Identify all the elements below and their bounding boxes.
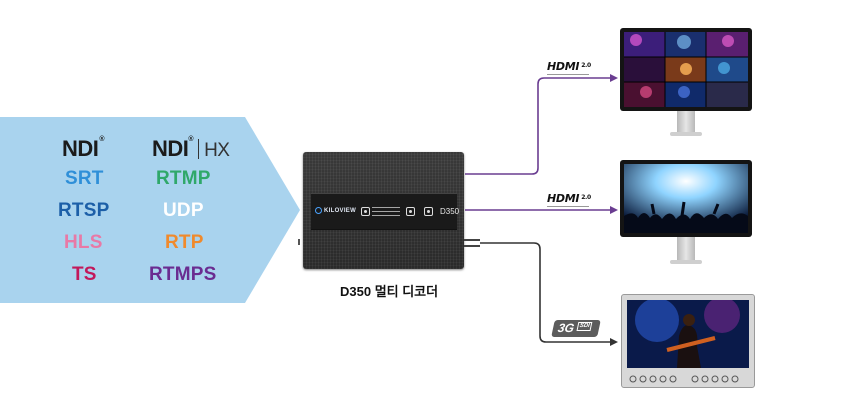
device-model-label: D350 xyxy=(440,207,460,216)
protocol-ts: TS xyxy=(72,264,97,285)
hdmi-arrowhead-top xyxy=(610,74,618,82)
protocol-rtp: RTP xyxy=(165,232,204,253)
device-port-right-b xyxy=(464,245,480,247)
d350-decoder-device: KILOVIEW D350 xyxy=(303,152,464,269)
protocol-arrow xyxy=(0,117,300,303)
protocol-rtmp: RTMP xyxy=(156,168,211,189)
hdmi-arrowhead-mid xyxy=(610,206,618,214)
device-port-left xyxy=(298,239,300,245)
device-brand-logo: KILOVIEW xyxy=(315,207,356,214)
device-port-right-a xyxy=(464,239,480,241)
sdi-arrowhead xyxy=(610,338,618,346)
multiview-screen xyxy=(624,32,748,107)
protocol-ndi: NDI® xyxy=(62,136,105,161)
device-caption: D350 멀티 디코더 xyxy=(340,284,439,299)
monitor-sdi-broadcast xyxy=(621,294,755,388)
protocol-srt: SRT xyxy=(65,168,104,189)
monitor-controls xyxy=(629,375,739,383)
protocol-hls: HLS xyxy=(64,232,103,253)
device-button-left xyxy=(361,207,370,216)
device-display xyxy=(372,204,400,220)
protocol-udp: UDP xyxy=(163,200,204,221)
guitarist-screen xyxy=(627,300,749,368)
monitor-concert xyxy=(620,160,752,268)
sdi-badge: 3G SDI xyxy=(551,320,601,337)
sdi-line xyxy=(480,242,610,343)
protocol-rtmps: RTMPS xyxy=(149,264,217,285)
device-front-panel: KILOVIEW D350 xyxy=(311,193,460,230)
concert-screen xyxy=(624,164,748,233)
monitor-multiview xyxy=(620,28,752,140)
protocol-rtsp: RTSP xyxy=(58,200,110,221)
device-button-right xyxy=(424,207,433,216)
device-button-center xyxy=(406,207,415,216)
hdmi-line-top xyxy=(465,77,610,175)
protocol-ndi-hx: NDI®HX xyxy=(152,136,230,161)
